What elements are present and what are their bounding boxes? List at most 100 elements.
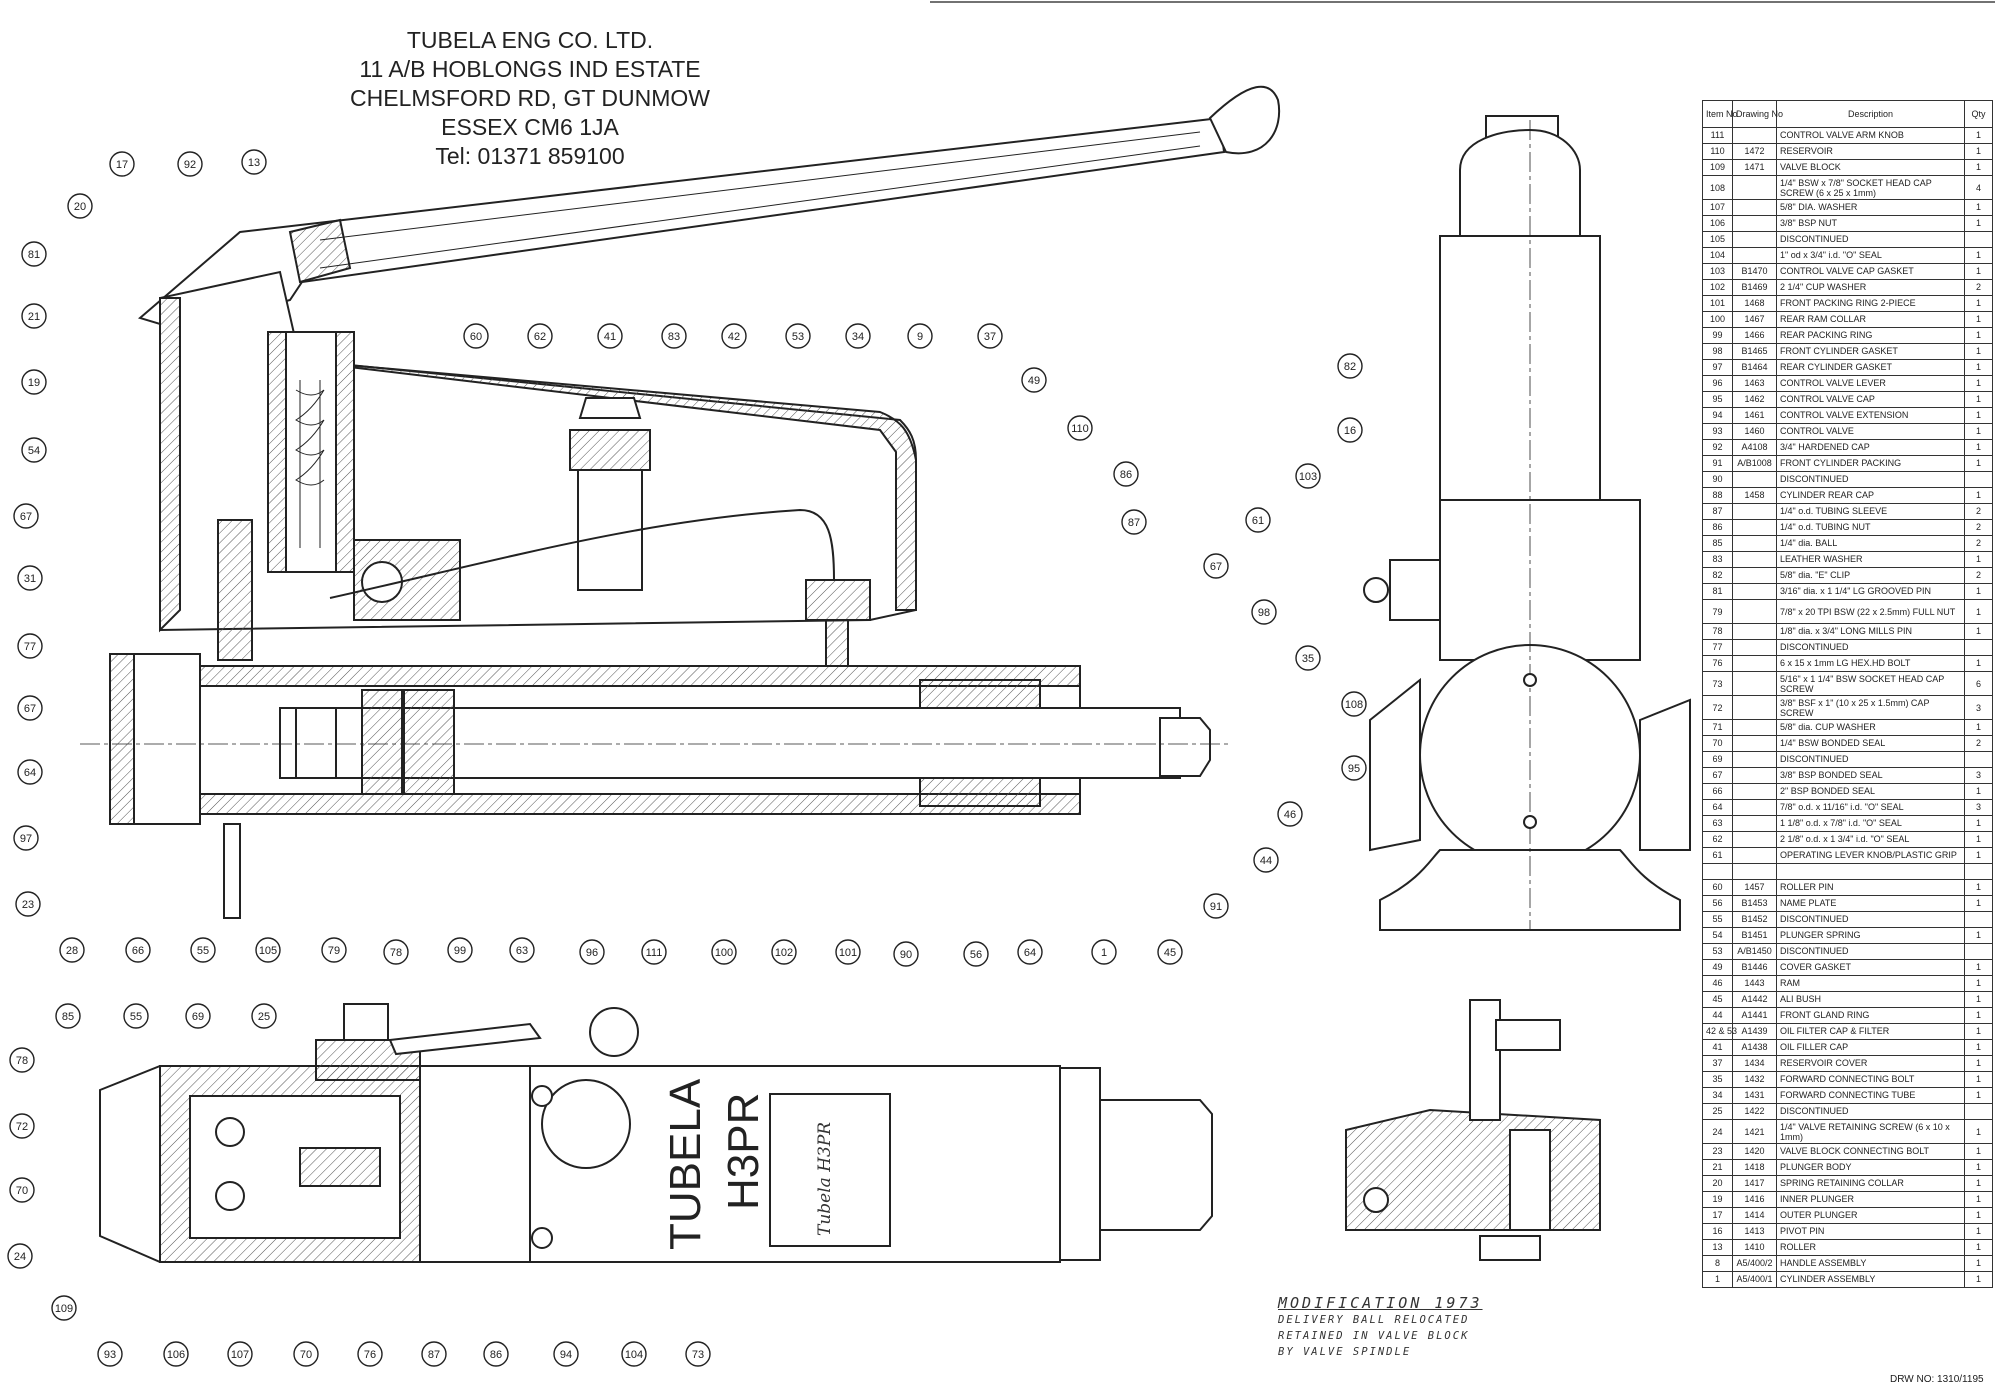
cell-drawing-no bbox=[1732, 671, 1777, 696]
cell-description: 1/4" o.d. TUBING NUT bbox=[1776, 519, 1965, 536]
cell-drawing-no: 1468 bbox=[1732, 295, 1777, 312]
cell-qty: 3 bbox=[1964, 767, 1993, 784]
cell-item-no: 64 bbox=[1702, 799, 1733, 816]
cell-qty: 1 bbox=[1964, 895, 1993, 912]
cell-drawing-no bbox=[1732, 503, 1777, 520]
cell-drawing-no: 1472 bbox=[1732, 143, 1777, 160]
cell-item-no: 71 bbox=[1702, 719, 1733, 736]
cell-item-no: 13 bbox=[1702, 1239, 1733, 1256]
cell-qty: 2 bbox=[1964, 535, 1993, 552]
callout-balloon bbox=[55, 1003, 81, 1029]
callout-balloon bbox=[125, 937, 151, 963]
callout-label: 69 bbox=[192, 1011, 204, 1023]
callout-balloon bbox=[1337, 353, 1363, 379]
callout-label: 20 bbox=[74, 201, 86, 213]
callout-label: 16 bbox=[1344, 425, 1356, 437]
callout-label: 35 bbox=[1302, 653, 1314, 665]
cell-item-no: 102 bbox=[1702, 279, 1733, 296]
callout-label: 42 bbox=[728, 331, 740, 343]
callout-balloon bbox=[1295, 463, 1321, 489]
cell-description: FORWARD CONNECTING BOLT bbox=[1776, 1071, 1965, 1088]
cell-description: SPRING RETAINING COLLAR bbox=[1776, 1175, 1965, 1192]
callout-label: 55 bbox=[197, 945, 209, 957]
callout-label: 105 bbox=[259, 945, 277, 957]
cell-qty bbox=[1964, 639, 1993, 656]
cell-item-no: 110 bbox=[1702, 143, 1733, 160]
callout-balloon bbox=[977, 323, 1003, 349]
cell-description: 1/4" dia. BALL bbox=[1776, 535, 1965, 552]
cell-drawing-no: B1451 bbox=[1732, 927, 1777, 944]
cell-qty: 1 bbox=[1964, 263, 1993, 280]
callout-label: 53 bbox=[792, 331, 804, 343]
cell-drawing-no bbox=[1732, 735, 1777, 752]
cell-description: VALVE BLOCK CONNECTING BOLT bbox=[1776, 1143, 1965, 1160]
callout-label: 76 bbox=[364, 1349, 376, 1361]
cell-drawing-no: 1467 bbox=[1732, 311, 1777, 328]
callout-label: 96 bbox=[586, 947, 598, 959]
cell-item-no: 106 bbox=[1702, 215, 1733, 232]
callout-balloon bbox=[1121, 509, 1147, 535]
cell-drawing-no: 1457 bbox=[1732, 879, 1777, 896]
callout-label: 103 bbox=[1299, 471, 1317, 483]
cell-qty: 1 bbox=[1964, 815, 1993, 832]
callout-label: 107 bbox=[231, 1349, 249, 1361]
cell-description: CYLINDER REAR CAP bbox=[1776, 487, 1965, 504]
cell-description: DISCONTINUED bbox=[1776, 1103, 1965, 1120]
cell-description: 7/8" x 20 TPI BSW (22 x 2.5mm) FULL NUT bbox=[1776, 599, 1965, 624]
table-row: 79 7/8" x 20 TPI BSW (22 x 2.5mm) FULL NU… bbox=[1702, 599, 1993, 624]
parts-table-header: Item No Drawing No Description Qty bbox=[1702, 100, 1993, 128]
callout-label: 23 bbox=[22, 899, 34, 911]
callout-label: 64 bbox=[24, 767, 36, 779]
cell-item-no: 66 bbox=[1702, 783, 1733, 800]
callout-label: 78 bbox=[390, 947, 402, 959]
callout-balloon bbox=[621, 1341, 647, 1367]
cell-drawing-no: 1462 bbox=[1732, 391, 1777, 408]
callout-label: 86 bbox=[490, 1349, 502, 1361]
cell-qty: 1 bbox=[1964, 343, 1993, 360]
cell-item-no: 87 bbox=[1702, 503, 1733, 520]
callout-balloon bbox=[17, 565, 43, 591]
cell-drawing-no: 1434 bbox=[1732, 1055, 1777, 1072]
cell-item-no: 24 bbox=[1702, 1119, 1733, 1144]
cell-qty: 2 bbox=[1964, 503, 1993, 520]
company-address-line1: 11 A/B HOBLONGS IND ESTATE bbox=[359, 56, 701, 82]
callout-balloon bbox=[21, 303, 47, 329]
callout-label: 104 bbox=[625, 1349, 643, 1361]
cell-description: ALI BUSH bbox=[1776, 991, 1965, 1008]
callout-label: 81 bbox=[28, 249, 40, 261]
cell-drawing-no bbox=[1732, 783, 1777, 800]
cell-qty: 1 bbox=[1964, 1271, 1993, 1288]
cell-drawing-no bbox=[1732, 583, 1777, 600]
cell-description: DISCONTINUED bbox=[1776, 471, 1965, 488]
callout-balloon bbox=[7, 1243, 33, 1269]
callout-label: 91 bbox=[1210, 901, 1222, 913]
callout-balloon bbox=[1277, 801, 1303, 827]
cell-item-no: 37 bbox=[1702, 1055, 1733, 1072]
cell-qty: 1 bbox=[1964, 1071, 1993, 1088]
callout-label: 106 bbox=[167, 1349, 185, 1361]
callout-balloon bbox=[483, 1341, 509, 1367]
callout-label: 21 bbox=[28, 311, 40, 323]
cell-qty: 1 bbox=[1964, 1087, 1993, 1104]
cell-item-no: 79 bbox=[1702, 599, 1733, 624]
cell-qty: 1 bbox=[1964, 159, 1993, 176]
callout-balloon bbox=[17, 633, 43, 659]
